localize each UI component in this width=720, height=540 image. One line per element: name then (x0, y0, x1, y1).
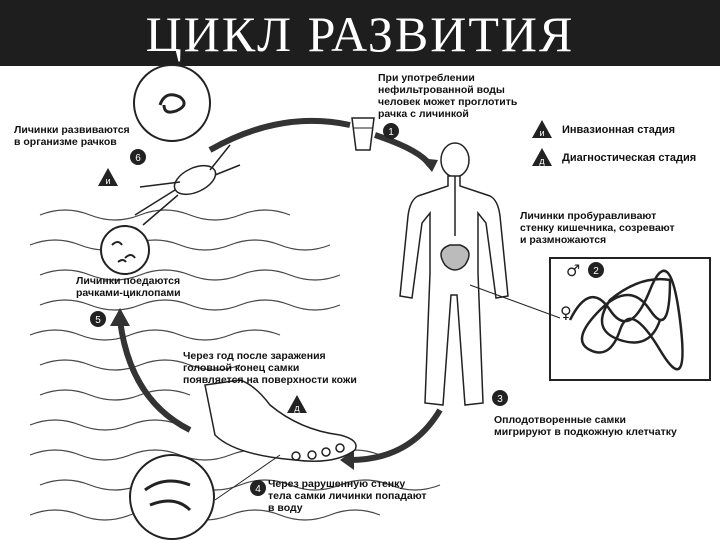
invasive-stage-marker: и (98, 168, 118, 186)
skin-note-caption: Через год после заражения головной конец… (183, 350, 357, 386)
step-badge-2: 2 (588, 262, 604, 278)
larva-icon (158, 93, 186, 114)
step-badge-4: 4 (250, 480, 266, 496)
svg-text:2: 2 (593, 266, 599, 277)
adult-worms-box (469, 257, 711, 381)
svg-text:и: и (105, 176, 110, 186)
foot-icon (204, 379, 357, 462)
step-3-caption: Оплодотворенные самки мигрируют в подкож… (494, 414, 677, 438)
larvae-water-circle (100, 225, 150, 275)
diagnostic-stage-marker: д (287, 395, 307, 413)
svg-text:1: 1 (388, 127, 394, 138)
slide-title: ЦИКЛ РАЗВИТИЯ (145, 6, 575, 62)
svg-text:4: 4 (255, 484, 261, 495)
human-figure-icon (399, 142, 509, 406)
larvae-release-circle (129, 454, 215, 540)
legend-invasive-label: Инвазионная стадия (562, 124, 676, 136)
water-waves (29, 209, 441, 521)
svg-text:д: д (294, 403, 300, 413)
step-badge-1: 1 (383, 123, 399, 139)
water-glass-icon (351, 117, 375, 151)
step-badge-3: 3 (492, 390, 508, 406)
legend-diagnostic-label: Диагностическая стадия (562, 152, 697, 164)
step-5-caption: Личинки поедаются рачками-циклопами (76, 275, 181, 299)
step-badge-5: 5 (90, 311, 106, 327)
copepod-icon (134, 144, 241, 226)
step-6-caption: Личинки развиваются в организме рачков (14, 124, 130, 148)
step-2-caption: Личинки пробуравливают стенку кишечника,… (520, 210, 675, 246)
legend-invasive-badge: и (532, 120, 552, 138)
title-bar (0, 0, 720, 66)
larva-magnified-circle (133, 64, 211, 142)
step-1-caption: При употреблении нефильтрованной воды че… (378, 72, 518, 120)
svg-text:6: 6 (135, 153, 141, 164)
step-badge-6: 6 (130, 149, 146, 165)
svg-text:д: д (539, 156, 545, 166)
female-symbol: ♀ (560, 303, 572, 322)
legend-diagnostic-badge: д (532, 148, 552, 166)
svg-text:3: 3 (497, 394, 503, 405)
cycle-arrows (110, 117, 443, 470)
male-symbol: ♂ (566, 261, 580, 280)
step-4-caption: Через рарушенную стенку тела самки личин… (268, 478, 427, 514)
svg-text:5: 5 (95, 315, 101, 326)
svg-text:и: и (539, 128, 544, 138)
